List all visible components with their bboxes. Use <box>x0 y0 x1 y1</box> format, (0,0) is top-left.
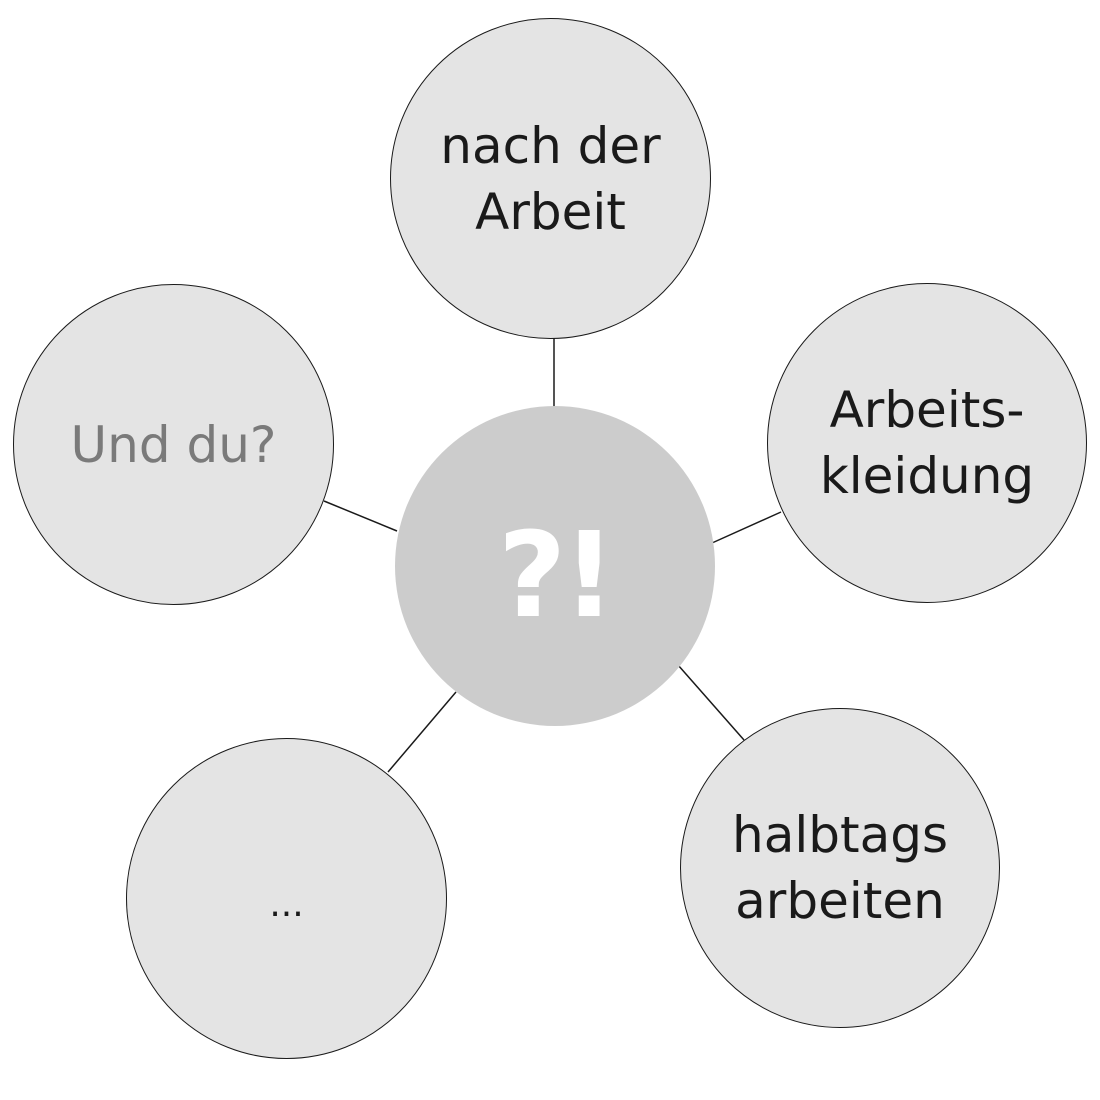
center-label: ?! <box>497 506 616 644</box>
connector-bottom-right <box>677 664 745 741</box>
connector-bottom-left <box>387 691 457 773</box>
node-top-label: nach der Arbeit <box>440 116 661 241</box>
node-bottom-right: halbtags arbeiten <box>680 708 1000 1028</box>
connector-left <box>323 500 398 532</box>
node-bottom-right-label: halbtags arbeiten <box>732 806 948 930</box>
center-node: ?! <box>395 406 715 726</box>
node-bottom-left: ... <box>126 738 447 1059</box>
connector-right <box>711 511 782 544</box>
node-right-label: Arbeits- kleidung <box>819 381 1035 505</box>
node-right: Arbeits- kleidung <box>767 283 1087 603</box>
node-left: Und du? <box>13 284 334 605</box>
node-left-label: Und du? <box>70 415 277 474</box>
node-top: nach der Arbeit <box>390 18 711 339</box>
node-bottom-left-label: ... <box>269 883 304 925</box>
